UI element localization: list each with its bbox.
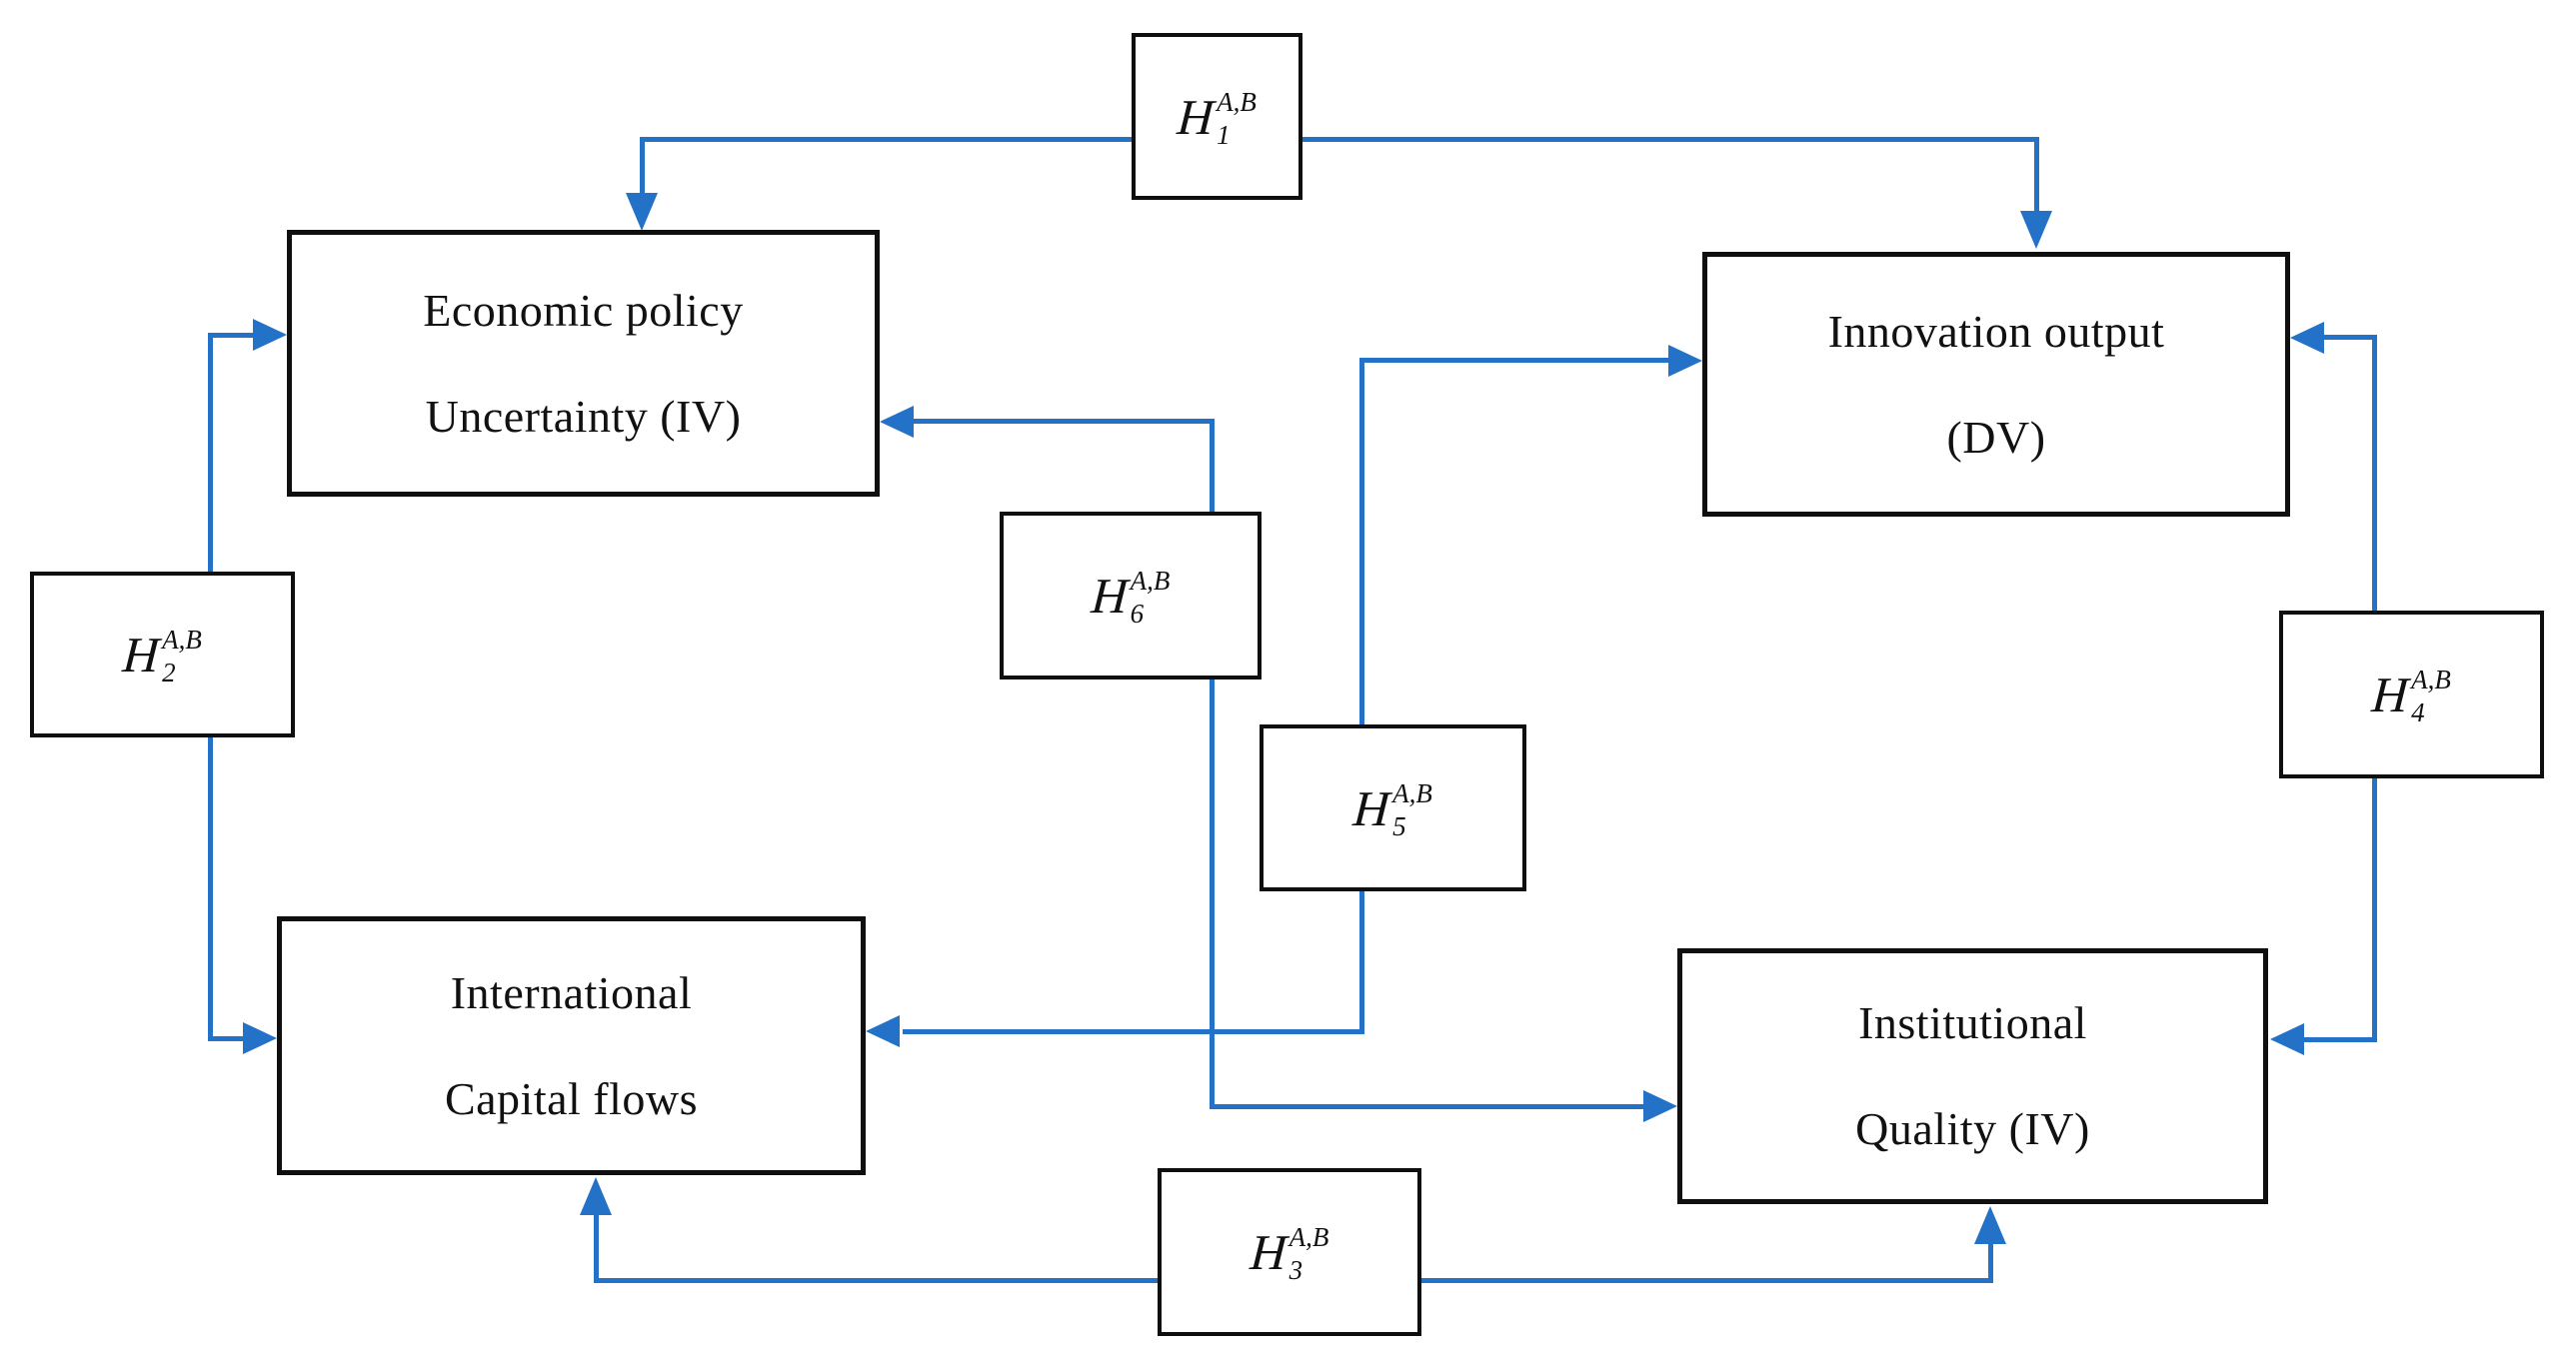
- h4-connector-top-stub: [2322, 335, 2377, 340]
- node-iq-line2: Quality (IV): [1855, 1103, 2090, 1154]
- h4-arrowhead-into-innovation-icon: [2290, 322, 2324, 354]
- node-innovation-line2: (DV): [1946, 411, 2046, 463]
- h4-arrowhead-into-institutional-quality-icon: [2270, 1023, 2304, 1055]
- h3-connector-stub-right: [1988, 1242, 1993, 1283]
- node-icf-line1: International: [450, 966, 693, 1018]
- node-international-capital-flows: International Capital flows: [277, 916, 866, 1175]
- h2-arrowhead-into-epu-icon: [253, 319, 287, 351]
- h1-connector-drop-right: [2034, 137, 2039, 212]
- node-institutional-quality: Institutional Quality (IV): [1677, 948, 2268, 1204]
- h6-arrowhead-into-epu-icon: [880, 406, 914, 438]
- h6-connector-top-stub: [912, 419, 1215, 424]
- node-innovation-line1: Innovation output: [1827, 305, 2165, 357]
- h4-connector-bottom-stub: [2304, 1037, 2377, 1042]
- node-epu-line1: Economic policy: [423, 284, 744, 336]
- node-epu-line2: Uncertainty (IV): [425, 390, 742, 442]
- h1-arrowhead-into-epu-icon: [626, 193, 658, 231]
- h3-arrowhead-into-capital-flows-icon: [580, 1177, 612, 1215]
- h1-arrowhead-into-innovation-icon: [2020, 211, 2052, 249]
- h5-connector-vertical: [1359, 358, 1364, 1034]
- h5-connector-bottom-stub: [903, 1029, 1364, 1034]
- h5-arrowhead-into-innovation-icon: [1668, 345, 1702, 377]
- h1-connector-drop-left: [640, 137, 645, 195]
- h3-connector-stub-left: [594, 1213, 599, 1283]
- node-innovation-output: Innovation output (DV): [1702, 252, 2290, 517]
- h2-arrowhead-into-capital-flows-icon: [243, 1022, 277, 1054]
- node-economic-policy-uncertainty: Economic policy Uncertainty (IV): [287, 230, 880, 497]
- node-icf-line2: Capital flows: [444, 1072, 699, 1124]
- h5-arrowhead-into-capital-flows-icon: [866, 1015, 900, 1047]
- h2-connector-top-stub: [208, 333, 258, 338]
- h6-connector-vertical: [1210, 419, 1215, 1109]
- h3-arrowhead-into-institutional-quality-icon: [1974, 1206, 2006, 1244]
- h5-connector-top-stub: [1359, 358, 1671, 363]
- h6-arrowhead-into-institutional-quality-icon: [1643, 1090, 1677, 1122]
- h6-connector-bottom-stub: [1210, 1104, 1645, 1109]
- node-iq-line1: Institutional: [1858, 997, 2087, 1048]
- h2-connector-bottom-stub: [208, 1036, 248, 1041]
- h1-connector-horizontal: [640, 137, 2038, 142]
